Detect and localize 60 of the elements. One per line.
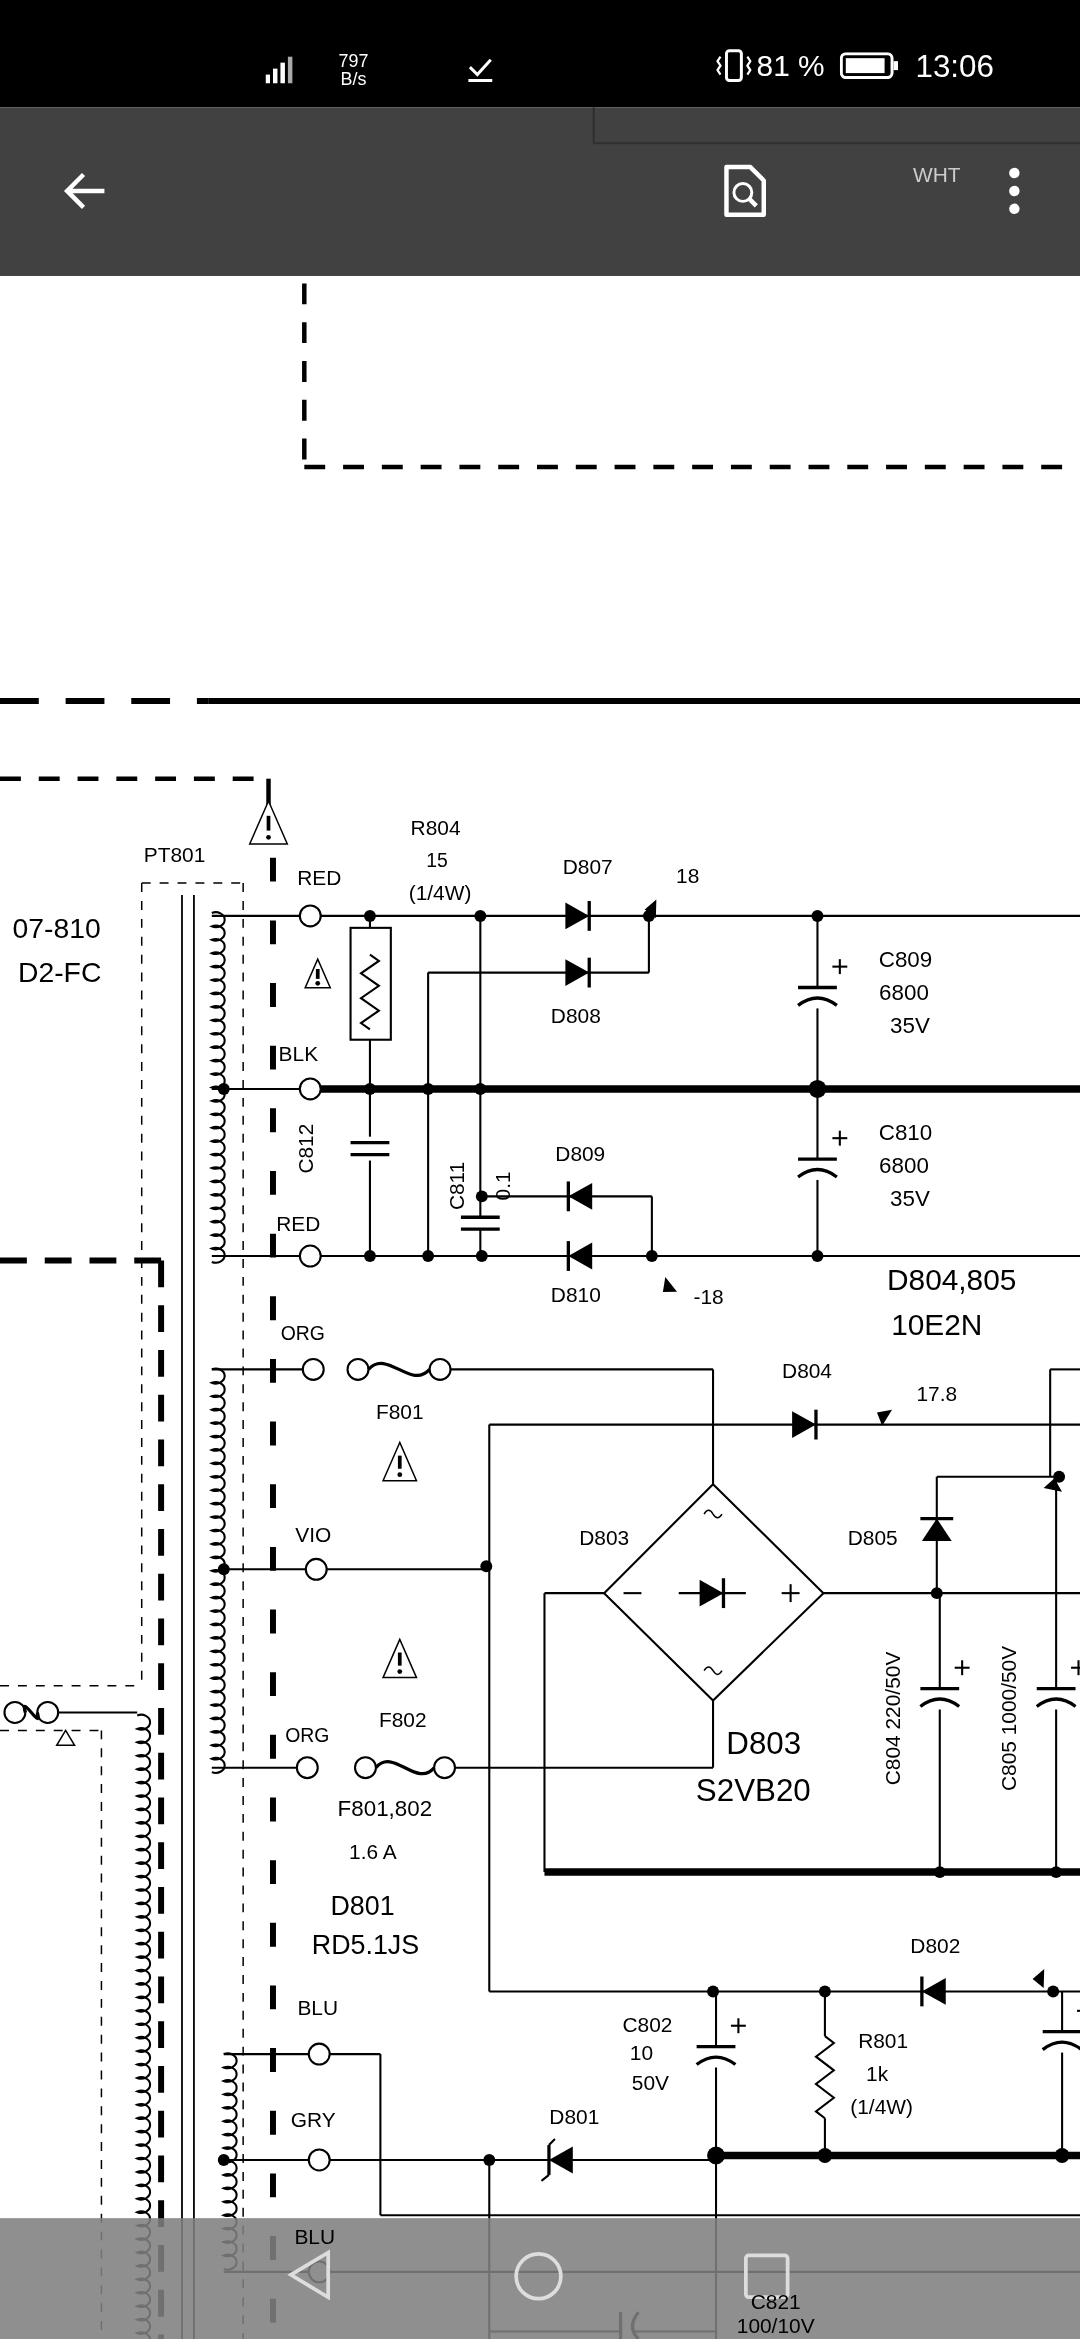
component-label: D804,805 <box>887 1264 1017 1295</box>
component-value: D2-FC <box>17 958 102 987</box>
component-label: D801 <box>330 1893 395 1920</box>
component-value: 10E2N <box>891 1309 983 1340</box>
component-value: 35V <box>890 1013 930 1036</box>
wire-color-label: WHT <box>913 164 961 185</box>
component-value: RD5.1JS <box>311 1931 420 1959</box>
component-label: D804 <box>782 1360 832 1382</box>
component-label: PT801 <box>143 844 206 866</box>
component-label: D807 <box>562 856 613 878</box>
component-label: C812 <box>295 1123 317 1174</box>
wire-color-label: BLK <box>278 1042 319 1064</box>
clock-time: 13:06 <box>915 49 994 82</box>
component-value: S2VB20 <box>695 1774 811 1806</box>
battery-percentage: 81 % <box>756 50 825 81</box>
component-label: D808 <box>550 1005 601 1027</box>
component-label: C809 <box>878 948 933 971</box>
component-value: 6800 <box>879 1153 929 1177</box>
component-label: C810 <box>878 1121 933 1144</box>
component-label: C802 <box>622 2013 673 2035</box>
component-label: D803 <box>579 1527 630 1549</box>
voltage-label: 17.8 <box>916 1382 958 1404</box>
component-label: F802 <box>378 1709 427 1731</box>
wire-color-label: BLU <box>294 2225 336 2247</box>
component-label: C804 220/50V <box>881 1651 903 1786</box>
component-label: D809 <box>555 1142 606 1164</box>
component-label: D810 <box>550 1284 601 1306</box>
wire-color-label: RED <box>276 1212 321 1234</box>
component-label: F801 <box>375 1400 424 1422</box>
component-value: (1/4W) <box>850 2095 913 2117</box>
component-value: 100/10V <box>736 2315 815 2336</box>
wire-color-label: RED <box>297 866 342 888</box>
component-value: 1.6 A <box>349 1840 397 1862</box>
wire-color-label: BLU <box>297 1997 339 2019</box>
component-label: R801 <box>858 2030 909 2052</box>
component-label: 07-810 <box>12 913 101 942</box>
voltage-label: 18 <box>676 865 700 887</box>
component-label: C811 <box>446 1161 467 1211</box>
component-value: 6800 <box>879 980 929 1004</box>
voltage-label: -18 <box>693 1285 724 1307</box>
component-label: D801 <box>549 2106 600 2128</box>
component-label: D805 <box>847 1527 898 1549</box>
component-value: 1k <box>866 2063 889 2084</box>
wire-color-label: VIO <box>295 1524 332 1546</box>
wire-color-label: ORG <box>285 1725 330 1745</box>
component-label: F801,802 <box>337 1796 433 1820</box>
component-value: 15 <box>426 851 448 871</box>
wire-color-label: GRY <box>290 2109 336 2131</box>
component-label: R804 <box>410 817 461 839</box>
component-label: C821 <box>750 2291 801 2313</box>
component-value: 50V <box>631 2072 669 2093</box>
component-value: 0.1 <box>492 1171 514 1201</box>
component-label: D803 <box>726 1726 802 1758</box>
data-rate-text: 797 B/s <box>337 52 370 88</box>
component-value: 10 <box>629 2042 654 2064</box>
component-value: (1/4W) <box>408 881 472 903</box>
component-label: C805 1000/50V <box>997 1645 1019 1792</box>
component-label: D802 <box>910 1934 961 1956</box>
component-value: 35V <box>890 1186 930 1210</box>
wire-color-label: ORG <box>280 1323 325 1344</box>
